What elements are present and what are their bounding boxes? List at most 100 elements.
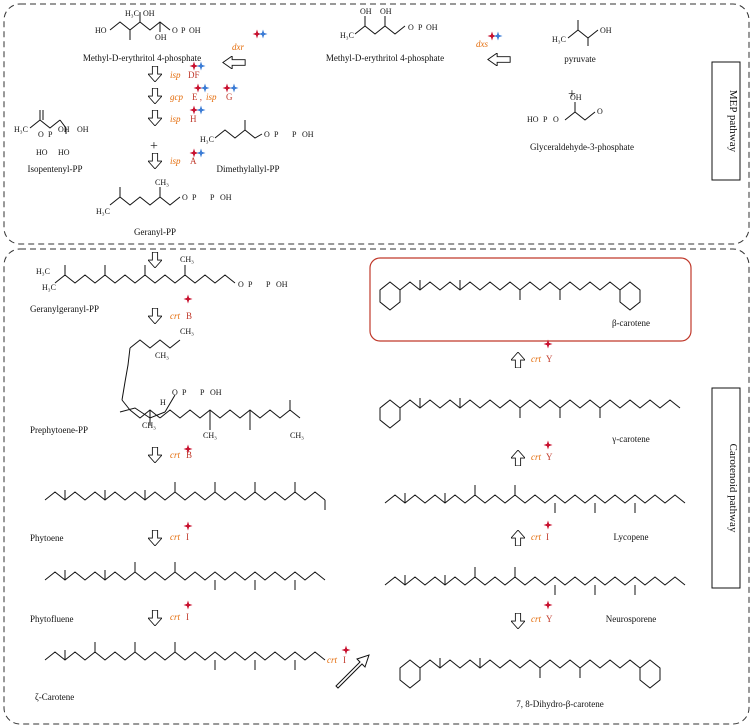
ggpp-atom-h3c2: H₃C	[42, 283, 56, 292]
pre-atom-oh: OH	[210, 388, 222, 397]
compound-pyruvate: pyruvate	[564, 54, 596, 64]
arrow-dxs	[487, 53, 511, 66]
star-blue-dxs	[493, 31, 503, 41]
ggpp-atom-p: P	[248, 280, 253, 289]
gene-crt-y2: crt	[531, 452, 541, 462]
gene-crt-y2-sub: Y	[546, 452, 553, 462]
gpp-atom-p: P	[192, 193, 197, 202]
dxp-atom-h3c: H₃C	[340, 31, 354, 40]
gene-isp-a: isp	[170, 156, 181, 166]
gene-isp-df: isp	[170, 70, 181, 80]
pyruvate-atom-oh: OH	[600, 26, 612, 35]
carotenoid-side-box	[711, 387, 741, 589]
dxp-atom-oh3: OH	[426, 23, 438, 32]
ggpp-atom-o: O	[238, 280, 244, 289]
ggpp-atom-oh: OH	[276, 280, 288, 289]
mep-atom-oh2: OH	[155, 33, 167, 42]
mep-atom-ho: HO	[95, 26, 107, 35]
compound-beta: β-carotene	[612, 318, 650, 328]
gpp-structure	[109, 187, 181, 206]
phytoene-structure	[44, 482, 326, 510]
compound-ggpp: Geranylgeranyl-PP	[30, 304, 99, 314]
compound-phytoene: Phytoene	[30, 533, 64, 543]
gene-crt-i2: crt	[170, 612, 180, 622]
gene-isp-g-sub: G	[226, 92, 233, 102]
gene-crt-i1: crt	[170, 532, 180, 542]
ipp-atom-oh: OH	[58, 125, 70, 134]
mep-atom-o: O	[172, 26, 178, 35]
g3p-atom-oh: OH	[570, 93, 582, 102]
gene-isp-h: isp	[170, 114, 181, 124]
gene-gcp-e-sub: E ,	[192, 92, 202, 102]
g3p-atom-ho: HO	[527, 115, 539, 124]
star-red-crti3	[341, 645, 351, 655]
dxp-atom-o: O	[408, 23, 414, 32]
arrow-crt-y1	[511, 352, 525, 368]
ipp-atom-oh2: OH	[77, 125, 89, 134]
ipp-atom-ho: HO	[36, 148, 48, 157]
pre-atom-ch3d: CH₃	[203, 431, 217, 440]
pyruvate-atom-h3c: H₃C	[552, 35, 566, 44]
beta-carotene-highlight	[369, 257, 692, 342]
compound-ipp: Isopentenyl-PP	[28, 164, 83, 174]
arrow-mep-1	[148, 66, 162, 82]
plus-ipp: +	[150, 139, 158, 154]
gene-crt-i3-sub: I	[343, 655, 346, 665]
ipp-atom-p: P	[48, 130, 53, 139]
dihydro-structure	[399, 658, 661, 689]
arrow-crt-y2	[511, 450, 525, 466]
gene-crt-b1-sub: B	[186, 311, 192, 321]
compound-gpp: Geranyl-PP	[134, 227, 176, 237]
mep-side-box	[711, 61, 741, 181]
star-blue-dxr	[258, 29, 268, 39]
neurosporene-structure	[384, 567, 686, 595]
gene-isp-a-sub: A	[190, 156, 197, 166]
ipp-atom-ho2: HO	[58, 148, 70, 157]
gene-crt-i4: crt	[531, 532, 541, 542]
pre-atom-p: P	[182, 388, 187, 397]
dmapp-atom-h3c: H₃C	[200, 135, 214, 144]
gene-crt-i4-sub: I	[546, 532, 549, 542]
ipp-structure	[29, 110, 67, 134]
gene-gcp-e: gcp	[170, 92, 183, 102]
gpp-atom-oh: OH	[220, 193, 232, 202]
gpp-atom-h3c: H₃C	[96, 207, 110, 216]
mep-atom-p: P	[181, 26, 186, 35]
mep-atom-oh1: OH	[143, 9, 155, 18]
gene-isp-g: isp	[206, 92, 217, 102]
pre-atom-ch3b: CH₃	[155, 351, 169, 360]
pre-atom-p2: P	[200, 388, 205, 397]
ggpp-atom-ch3: CH₃	[180, 255, 194, 264]
gamma-structure	[379, 398, 681, 429]
compound-zeta: ζ-Carotene	[35, 692, 74, 702]
ggpp-structure	[54, 265, 236, 284]
dmapp-atom-p: P	[274, 130, 279, 139]
dmapp-structure	[214, 120, 263, 139]
arrow-gpp-ggpp	[148, 252, 162, 268]
zeta-structure	[44, 642, 326, 670]
gene-dxr: dxr	[232, 42, 244, 52]
gene-crt-b2: crt	[170, 450, 180, 460]
star-red-crty3	[543, 600, 553, 610]
gene-crt-y3: crt	[531, 614, 541, 624]
star-red-crti2	[183, 600, 193, 610]
arrow-mep-4	[148, 153, 162, 169]
arrow-crt-b1	[148, 308, 162, 324]
mep-atom-oh3: OH	[189, 26, 201, 35]
g3p-atom-p: P	[543, 115, 548, 124]
dxp-atom-p: P	[418, 23, 423, 32]
pre-atom-o: O	[172, 388, 178, 397]
compound-phytofluene: Phytofluene	[30, 614, 74, 624]
gene-crt-b1: crt	[170, 311, 180, 321]
arrow-crt-i4	[511, 530, 525, 546]
ipp-atom-o: O	[38, 130, 44, 139]
mep-atom-h3c: H₃C	[125, 9, 139, 18]
dmapp-atom-o: O	[264, 130, 270, 139]
gene-crt-y1: crt	[531, 354, 541, 364]
dmapp-atom-oh: OH	[302, 130, 314, 139]
gene-crt-i1-sub: I	[186, 532, 189, 542]
compound-dihydro: 7, 8-Dihydro-β-carotene	[516, 699, 604, 709]
compound-dmapp: Dimethylallyl-PP	[217, 164, 280, 174]
arrow-crt-b2	[148, 447, 162, 463]
